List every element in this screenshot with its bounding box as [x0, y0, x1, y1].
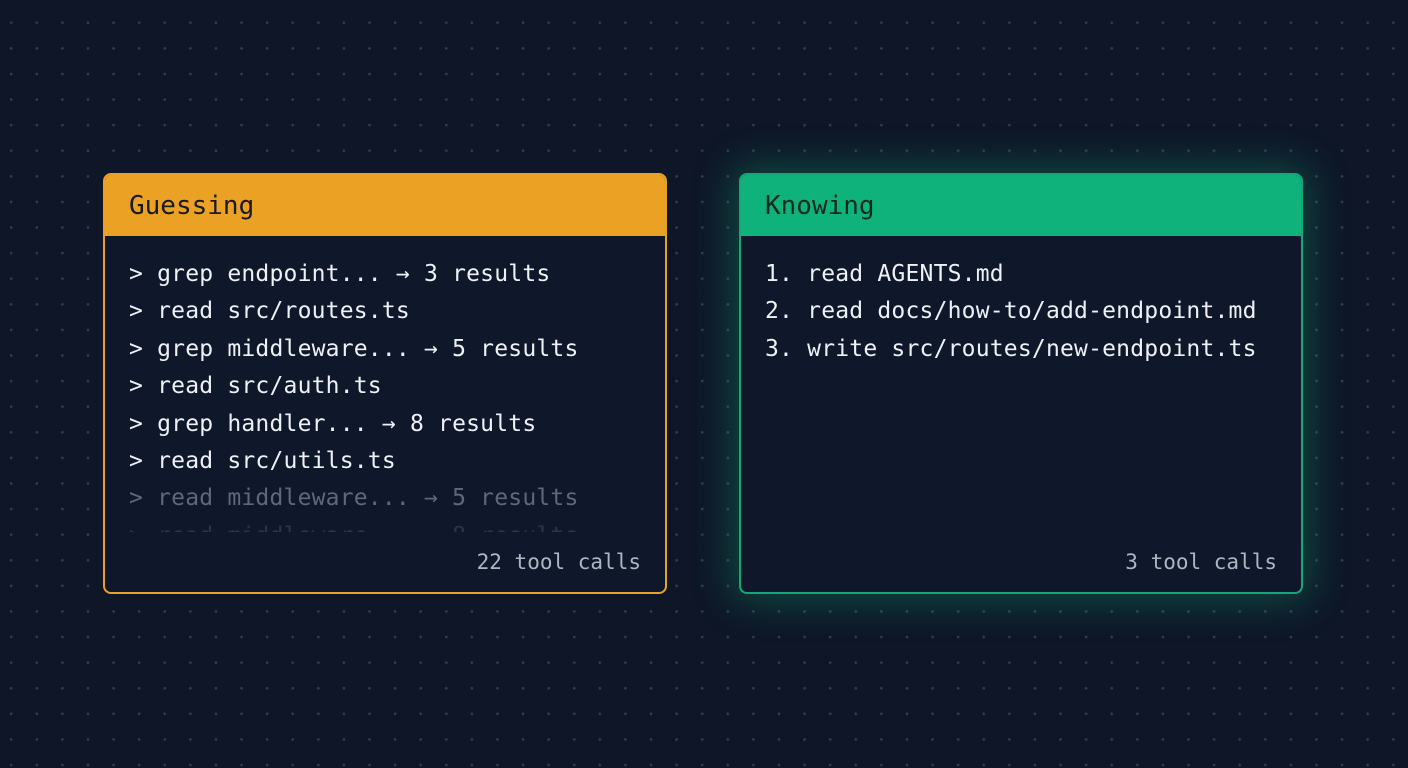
log-line: > grep handler... → 8 results — [129, 410, 537, 437]
log-line: > grep middleware... → 5 results — [129, 335, 579, 362]
tool-call-count: 3 tool calls — [1125, 550, 1277, 574]
guessing-panel-title: Guessing — [105, 175, 665, 236]
tool-call-count: 22 tool calls — [476, 550, 641, 574]
step-line: 1. read AGENTS.md — [765, 261, 1004, 287]
step-line: 3. write src/routes/new-endpoint.ts — [765, 335, 1257, 362]
step-line: 2. read docs/how-to/add-endpoint.md — [765, 298, 1257, 325]
knowing-steps: 1. read AGENTS.md 2. read docs/how-to/ad… — [741, 236, 1301, 368]
guessing-log: > grep endpoint... → 3 results > read sr… — [105, 236, 665, 532]
log-line: > grep endpoint... → 3 results — [129, 261, 551, 287]
guessing-panel: Guessing > grep endpoint... → 3 results … — [103, 173, 667, 594]
knowing-panel: Knowing 1. read AGENTS.md 2. read docs/h… — [739, 173, 1303, 594]
log-line: > read src/routes.ts — [129, 298, 410, 325]
log-line: > read src/utils.ts — [129, 448, 396, 475]
log-line-faded: > read middleware... → 8 results — [129, 518, 665, 532]
knowing-panel-title: Knowing — [741, 175, 1301, 236]
log-line-faded: > read middleware... → 5 results — [129, 485, 579, 512]
log-line: > read src/auth.ts — [129, 373, 382, 400]
